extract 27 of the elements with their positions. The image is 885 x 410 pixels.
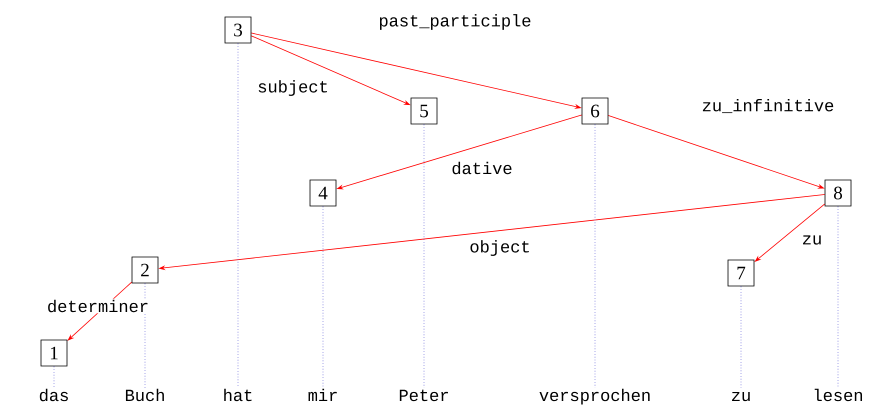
word: versprochen (539, 388, 650, 405)
dotted-line (594, 124, 596, 388)
number-box: 7 (728, 260, 754, 286)
edge-label: past_participle (378, 13, 533, 31)
word: das (40, 388, 68, 402)
dotted-line (144, 283, 146, 388)
number-box: 2 (132, 256, 158, 284)
number-box: 8 (824, 180, 852, 206)
word: Peter (400, 390, 448, 402)
word: lesen (814, 388, 862, 402)
number-box: 5 (410, 98, 438, 124)
word: zu (732, 392, 750, 402)
number-box: 4 (310, 180, 336, 206)
word: hat (224, 388, 252, 402)
dotted-line (322, 206, 324, 388)
edge-label: object (468, 239, 532, 257)
number-box: 1 (40, 340, 68, 366)
edge-label: zu (800, 234, 824, 246)
edge-label: zu_infinitive (700, 98, 836, 114)
word: Buch (126, 388, 164, 402)
edge-label: subject (256, 79, 330, 97)
number-box: 3 (224, 16, 252, 44)
word: mir (308, 388, 337, 401)
number-box: 6 (582, 98, 608, 124)
edge-label: determiner (46, 298, 150, 314)
dotted-line (740, 286, 742, 388)
edge-label: dative (450, 160, 514, 176)
